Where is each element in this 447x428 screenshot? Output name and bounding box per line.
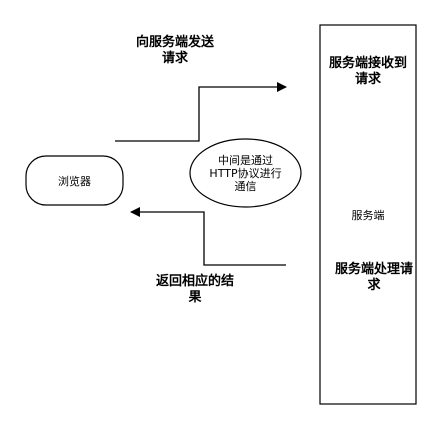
protocol-note: 中间是通过 HTTP协议进行 通信 — [190, 139, 301, 207]
server-receive-label-line-2: 请求 — [354, 72, 381, 87]
server-receive-label-line-1: 服务端接收到 — [328, 56, 407, 71]
response-arrow-label-line-1: 返回相应的结 — [155, 274, 234, 289]
server-label: 服务端 — [351, 209, 385, 222]
response-arrow-label-line-2: 果 — [188, 290, 202, 305]
protocol-note-line-3: 通信 — [234, 179, 257, 193]
protocol-note-line-1: 中间是通过 — [218, 153, 273, 167]
request-arrow-label-line-1: 向服务端发送 — [135, 35, 214, 50]
request-arrow-label: 向服务端发送 请求 — [110, 35, 240, 67]
server-box — [319, 24, 417, 405]
protocol-note-oval — [189, 138, 302, 208]
response-arrow — [130, 207, 286, 266]
request-arrow-label-line-2: 请求 — [161, 51, 188, 66]
server-process-label-line-1: 服务端处理请 — [334, 262, 413, 277]
protocol-note-line-2: HTTP协议进行 — [209, 166, 282, 180]
request-arrow — [115, 82, 287, 142]
server-process-label-line-2: 求 — [367, 278, 381, 293]
response-arrow-label: 返回相应的结 果 — [130, 274, 260, 306]
browser-label: 浏览器 — [58, 174, 91, 188]
server-receive-label: 服务端接收到 请求 — [316, 56, 420, 88]
browser-box — [25, 155, 124, 206]
server-process-label: 服务端处理请 求 — [322, 262, 426, 294]
